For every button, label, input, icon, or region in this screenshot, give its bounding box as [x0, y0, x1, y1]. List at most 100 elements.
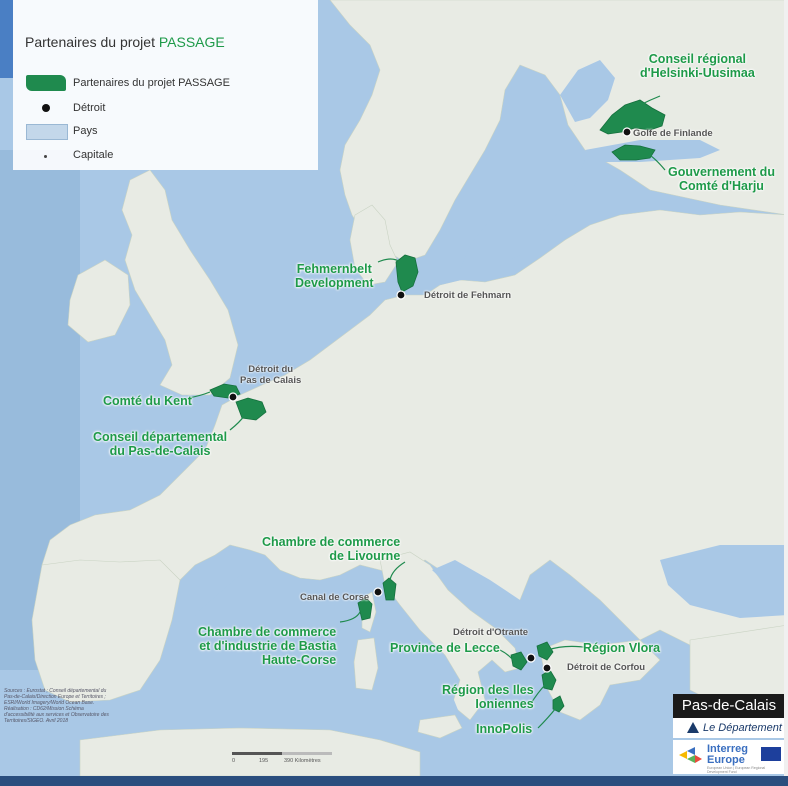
strait-label-line: Golfe de Finlande: [633, 128, 713, 139]
partner-label-vlora: Région Vlora: [583, 641, 660, 655]
strait-label-otrante: Détroit d'Otrante: [453, 627, 528, 638]
partner-label-line: Chambre de commerce: [198, 625, 337, 639]
leader-lecce: [499, 649, 514, 661]
strait-dot-finlande: [622, 127, 632, 137]
partner-label-line: du Pas-de-Calais: [109, 444, 211, 458]
strait-label-line: Détroit de Corfou: [567, 662, 646, 673]
partner-area-swatch-icon: [26, 75, 66, 91]
strait-label-fehmarn: Détroit de Fehmarn: [424, 290, 511, 301]
strait-label-corfou: Détroit de Corfou: [567, 662, 645, 673]
partner-area-lecce: [510, 651, 528, 671]
legend-title: Partenaires du projet PASSAGE: [25, 34, 225, 50]
leader-kent: [187, 391, 211, 399]
leader-fehmarnbelt: [377, 258, 401, 263]
partner-label-line: de Livourne: [329, 549, 401, 563]
partner-label-line: Fehmernbelt: [296, 262, 372, 276]
strait-label-line: Détroit du: [248, 364, 294, 375]
partner-label-line: et d'industrie de Bastia: [199, 639, 337, 653]
land-ireland: [67, 259, 131, 343]
legend-panel: Partenaires du projet PASSAGE Partenaire…: [13, 0, 318, 170]
partner-label-fehmarnbelt: Fehmernbelt Development: [295, 262, 374, 290]
legend-item-label: Partenaires du projet PASSAGE: [73, 77, 230, 89]
partner-label-line: Région des Iles: [442, 683, 534, 697]
sea-black: [660, 545, 788, 618]
interreg-mark-icon: [679, 747, 702, 763]
partner-label-line: Ioniennes: [475, 697, 534, 711]
strait-dot-corfou: [542, 663, 552, 673]
interreg-subline: European Union | European Regional Devel…: [707, 766, 766, 774]
strait-label-finlande: Golfe de Finlande: [633, 128, 713, 139]
scale-tick: 390 Kilomètres: [284, 758, 321, 764]
scale-bar: 0 195 390 Kilomètres: [232, 752, 342, 772]
partner-label-lecce: Province de Lecce: [390, 641, 500, 655]
partner-area-bastia: [357, 597, 373, 621]
legend-item-label: Pays: [73, 125, 98, 137]
partner-label-line: Conseil régional: [648, 52, 747, 66]
partner-label-line: Province de Lecce: [390, 641, 500, 655]
legend-title-highlight: PASSAGE: [158, 34, 225, 50]
partner-label-helsinki: Conseil régional d'Helsinki-Uusimaa: [640, 52, 755, 80]
leader-livourne: [389, 561, 406, 581]
partner-area-vlora: [536, 641, 554, 661]
strait-dot-fehmarn: [396, 290, 406, 300]
interreg-name: Interreg Europe: [707, 744, 748, 766]
land-sardinia: [353, 637, 379, 691]
strait-label-line: Détroit de Fehmarn: [424, 290, 512, 301]
scale-tick: 195: [259, 758, 269, 764]
scale-tick: 0: [232, 758, 236, 764]
strait-dot-pasdecalais: [228, 392, 238, 402]
leader-pdc: [229, 415, 245, 431]
sea-baltic: [440, 160, 585, 285]
sea-mediterranean: [160, 575, 788, 776]
top-left-accent: [0, 0, 13, 78]
strait-label-line: Canal de Corse: [300, 592, 370, 603]
partner-area-harju: [611, 144, 656, 161]
country-swatch-icon: [26, 124, 68, 140]
interreg-logo: Interreg Europe European Union | Europea…: [673, 740, 785, 774]
partner-area-fehmarnbelt: [395, 254, 419, 293]
partner-label-kent: Comté du Kent: [103, 394, 192, 408]
sources-note: Sources : Eurostat ; Conseil département…: [4, 688, 109, 724]
leader-harju: [647, 153, 666, 171]
partner-label-line: Comté d'Harju: [679, 179, 764, 193]
strait-dot-otrante: [526, 653, 536, 663]
leader-innopolis: [537, 707, 557, 729]
legend-title-prefix: Partenaires du projet: [25, 34, 159, 50]
land-britain: [121, 169, 239, 396]
land-sicily: [417, 714, 463, 739]
strait-dot-corse: [373, 587, 383, 597]
partner-area-livourne: [382, 577, 397, 601]
departement-label: Le Département: [703, 722, 782, 734]
partner-label-ioniennes: Région des Iles Ioniennes: [442, 683, 534, 711]
departement-logo: Le Département: [673, 718, 785, 738]
bottom-edge: [0, 776, 788, 786]
partner-label-livourne: Chambre de commerce de Livourne: [262, 535, 400, 563]
strait-label-line: Détroit d'Otrante: [453, 627, 529, 638]
capital-dot-icon: [44, 155, 47, 158]
leader-vlora: [547, 645, 591, 651]
right-edge: [784, 0, 788, 786]
land-iberia: [31, 559, 181, 703]
partner-label-line: Conseil départemental: [93, 430, 228, 444]
strait-label-line: Pas de Calais: [240, 375, 302, 386]
partner-label-line: Région Vlora: [583, 641, 661, 655]
strait-dot-icon: [42, 104, 50, 112]
partner-label-harju: Gouvernement du Comté d'Harju: [668, 165, 775, 193]
partner-label-line: InnoPolis: [476, 722, 533, 736]
partner-label-pdc: Conseil départemental du Pas-de-Calais: [93, 430, 227, 458]
interreg-line2: Europe: [707, 754, 745, 766]
partner-label-line: Chambre de commerce: [262, 535, 401, 549]
partner-label-line: d'Helsinki-Uusimaa: [640, 66, 755, 80]
partner-label-bastia: Chambre de commerce et d'industrie de Ba…: [198, 625, 336, 667]
strait-label-corse: Canal de Corse: [300, 592, 369, 603]
interreg-line1: Interreg: [707, 743, 748, 755]
departement-triangle-icon: [687, 722, 699, 733]
land-denmark: [349, 204, 399, 286]
partner-label-innopolis: InnoPolis: [476, 722, 532, 736]
leader-helsinki: [639, 95, 661, 106]
pas-de-calais-logo: Pas-de-Calais: [673, 694, 785, 718]
sea-bothnia: [560, 60, 615, 122]
land-scandinavia: [329, 0, 788, 263]
